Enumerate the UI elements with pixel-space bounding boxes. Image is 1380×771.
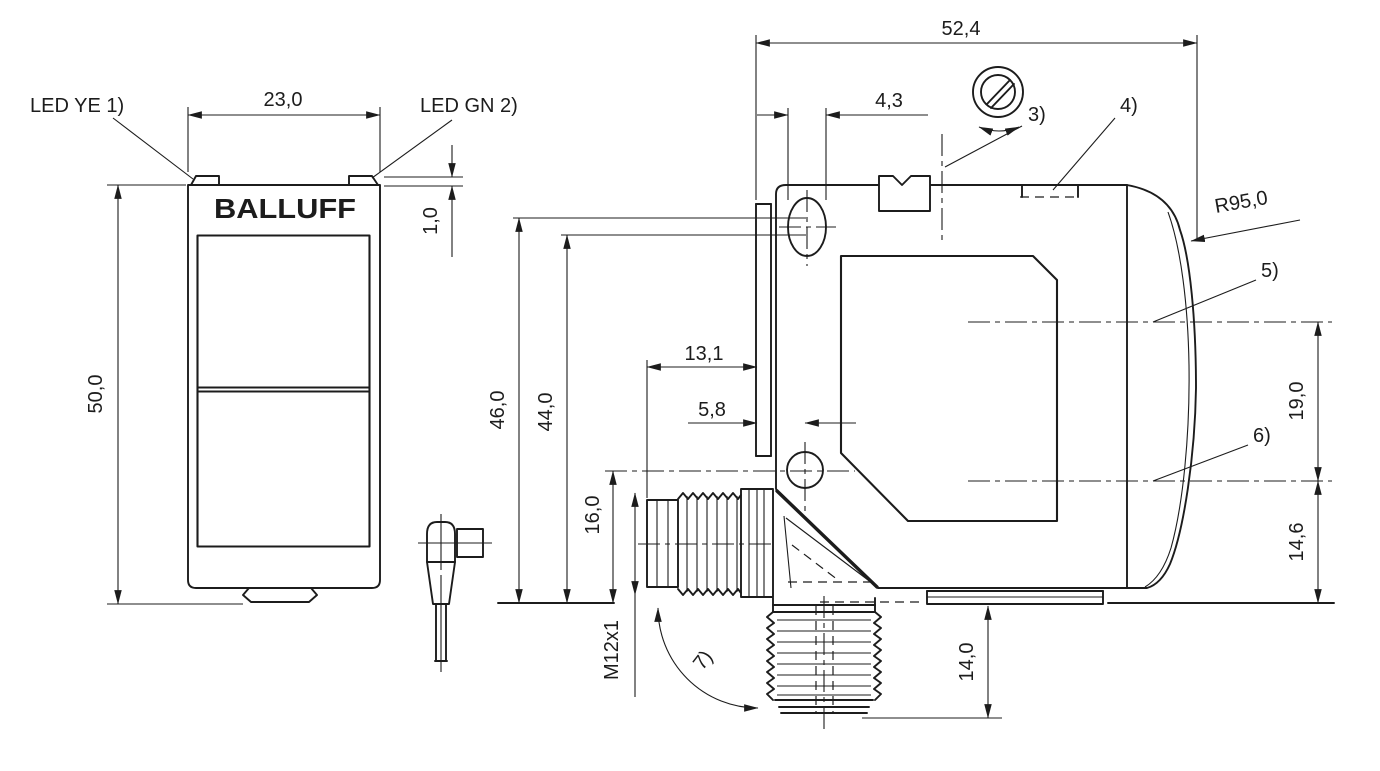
screw-slot-line <box>986 79 1011 105</box>
screw-slot-line <box>990 83 1015 109</box>
dim-radius-label: R95,0 <box>1213 187 1269 218</box>
leader-led-yellow <box>112 117 194 180</box>
callout-6-label: 6) <box>1253 425 1271 447</box>
dim-connector-depth-label: 14,0 <box>956 643 978 682</box>
m12-horizontal-thread-bottom <box>677 588 742 596</box>
callout-led-yellow-label: LED YE 1) <box>30 95 124 117</box>
side-bezel-curve <box>1144 211 1190 588</box>
front-view-dimensions: 23,0 50,0 1,0 LED YE 1) LED GN 2) <box>30 89 518 605</box>
dim-front-height-label: 50,0 <box>85 375 107 414</box>
leader-radius <box>1190 219 1301 243</box>
front-view: BALLUFF <box>187 175 381 603</box>
led-green-tab <box>348 175 379 186</box>
thread-label: M12x1 <box>601 620 623 680</box>
dim-front-width-label: 23,0 <box>264 89 303 111</box>
m12-horizontal-thread-top <box>677 492 742 500</box>
rotate-arrow-icon <box>978 126 1020 136</box>
callout-7-label: 7) <box>689 647 717 675</box>
leader-callout-5 <box>1152 279 1257 323</box>
adjuster-screw-icon <box>972 66 1024 118</box>
callout-led-green-label: LED GN 2) <box>420 95 518 117</box>
leader-callout-3 <box>944 125 1023 168</box>
plug-body <box>426 521 456 563</box>
v-groove-block <box>878 175 931 212</box>
dim-connector-center-label: 16,0 <box>582 496 604 535</box>
elbow-diagonal <box>775 489 879 589</box>
dim-height-a-label: 46,0 <box>487 391 509 430</box>
side-housing-outline <box>775 184 1197 589</box>
brand-logo: BALLUFF <box>214 193 356 224</box>
leader-callout-6 <box>1152 444 1249 482</box>
leader-led-green <box>371 119 453 179</box>
elbow-inner-line <box>783 515 792 589</box>
callout-5-label: 5) <box>1261 260 1279 282</box>
front-foot <box>242 587 318 603</box>
m12-vertical-thread-right <box>873 611 882 701</box>
leader-callout-4 <box>1052 117 1116 191</box>
callout-3-label: 3) <box>1028 104 1046 126</box>
side-view <box>497 66 1335 730</box>
dim-tab-height-label: 1,0 <box>420 207 442 235</box>
adjuster-screw-slot-ring <box>980 74 1016 110</box>
elbow-inner-line <box>785 517 877 587</box>
dim-hole-offset-a-label: 13,1 <box>685 343 724 365</box>
rotation-arc <box>654 607 759 712</box>
dim-hole-offset-b-label: 5,8 <box>698 399 726 421</box>
elbow-hidden-line <box>791 544 839 581</box>
m12-vertical-thread-ridges <box>777 619 871 696</box>
dim-side-width-label: 52,4 <box>942 18 981 40</box>
dim-height-b-label: 44,0 <box>535 393 557 432</box>
led-yellow-tab <box>190 175 220 186</box>
connector-plug-detail <box>418 514 492 672</box>
side-view-dimensions: 52,4 4,3 3) 4) R95,0 5) 6) 46,0 44,0 13,… <box>487 18 1322 719</box>
front-housing-outline <box>187 184 381 589</box>
callout-4-label: 4) <box>1120 95 1138 117</box>
dim-axis-to-bottom-label: 14,6 <box>1286 523 1308 562</box>
dim-axis-spacing-label: 19,0 <box>1286 382 1308 421</box>
dim-slot-width-label: 4,3 <box>875 90 903 112</box>
m12-vertical-thread-left <box>766 611 775 701</box>
side-window-cutout <box>839 254 1059 523</box>
